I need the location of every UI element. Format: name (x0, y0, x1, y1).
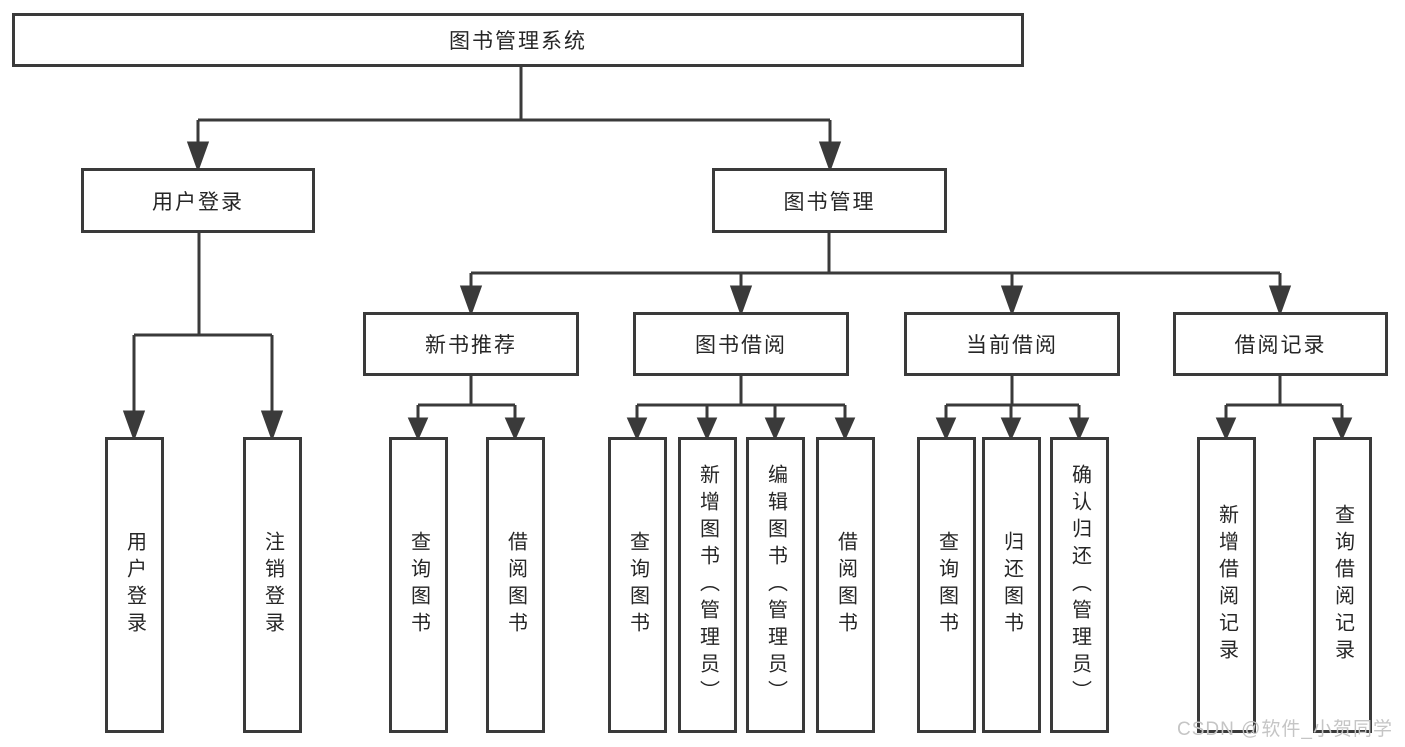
arrow-down-icon (834, 417, 856, 441)
leaf-user-login: 用户登录 (105, 437, 164, 733)
arrow-down-icon (729, 285, 753, 317)
arrow-down-icon (260, 410, 284, 442)
arrow-down-icon (1331, 417, 1353, 441)
branch-book-management-connector (459, 233, 1292, 317)
leaf-query-books: 查询图书 (389, 437, 448, 733)
arrow-down-icon (1215, 417, 1237, 441)
arrow-down-icon (1068, 417, 1090, 441)
leaf-confirm-return-admin: 确认归还（管理员） (1050, 437, 1109, 733)
node-new-book-recommend: 新书推荐 (363, 312, 579, 376)
arrow-down-icon (504, 417, 526, 441)
arrow-down-icon (122, 410, 146, 442)
leaf-borrow-books: 借阅图书 (816, 437, 875, 733)
csdn-watermark: CSDN @软件_小贺同学 (1177, 719, 1393, 740)
node-current-borrow: 当前借阅 (904, 312, 1120, 376)
leaf-edit-book-admin: 编辑图书（管理员） (746, 437, 805, 733)
leaf-query-borrow-record: 查询借阅记录 (1313, 437, 1372, 733)
branch-borrow-records-connector (1215, 376, 1353, 441)
leaf-add-borrow-record: 新增借阅记录 (1197, 437, 1256, 733)
arrow-down-icon (1000, 417, 1022, 441)
leaf-return-books: 归还图书 (982, 437, 1041, 733)
arrow-down-icon (696, 417, 718, 441)
node-library-management-system: 图书管理系统 (12, 13, 1024, 67)
leaf-query-books: 查询图书 (608, 437, 667, 733)
branch-user-login-connector (122, 233, 284, 442)
arrow-down-icon (1268, 285, 1292, 317)
leaf-borrow-books: 借阅图书 (486, 437, 545, 733)
branch-new-book-connector (407, 376, 526, 441)
arrow-down-icon (407, 417, 429, 441)
node-user-login: 用户登录 (81, 168, 315, 233)
branch-book-borrow-connector (626, 376, 856, 441)
arrow-down-icon (1000, 285, 1024, 317)
leaf-logout: 注销登录 (243, 437, 302, 733)
arrow-down-icon (459, 285, 483, 317)
arrow-down-icon (818, 141, 842, 173)
leaf-add-book-admin: 新增图书（管理员） (678, 437, 737, 733)
branch-current-borrow-connector (935, 376, 1090, 441)
arrow-down-icon (186, 141, 210, 173)
branch-root-connector (186, 67, 842, 173)
arrow-down-icon (764, 417, 786, 441)
node-borrow-records: 借阅记录 (1173, 312, 1388, 376)
arrow-down-icon (935, 417, 957, 441)
leaf-query-books: 查询图书 (917, 437, 976, 733)
node-book-borrow: 图书借阅 (633, 312, 849, 376)
arrow-down-icon (626, 417, 648, 441)
node-book-management: 图书管理 (712, 168, 947, 233)
